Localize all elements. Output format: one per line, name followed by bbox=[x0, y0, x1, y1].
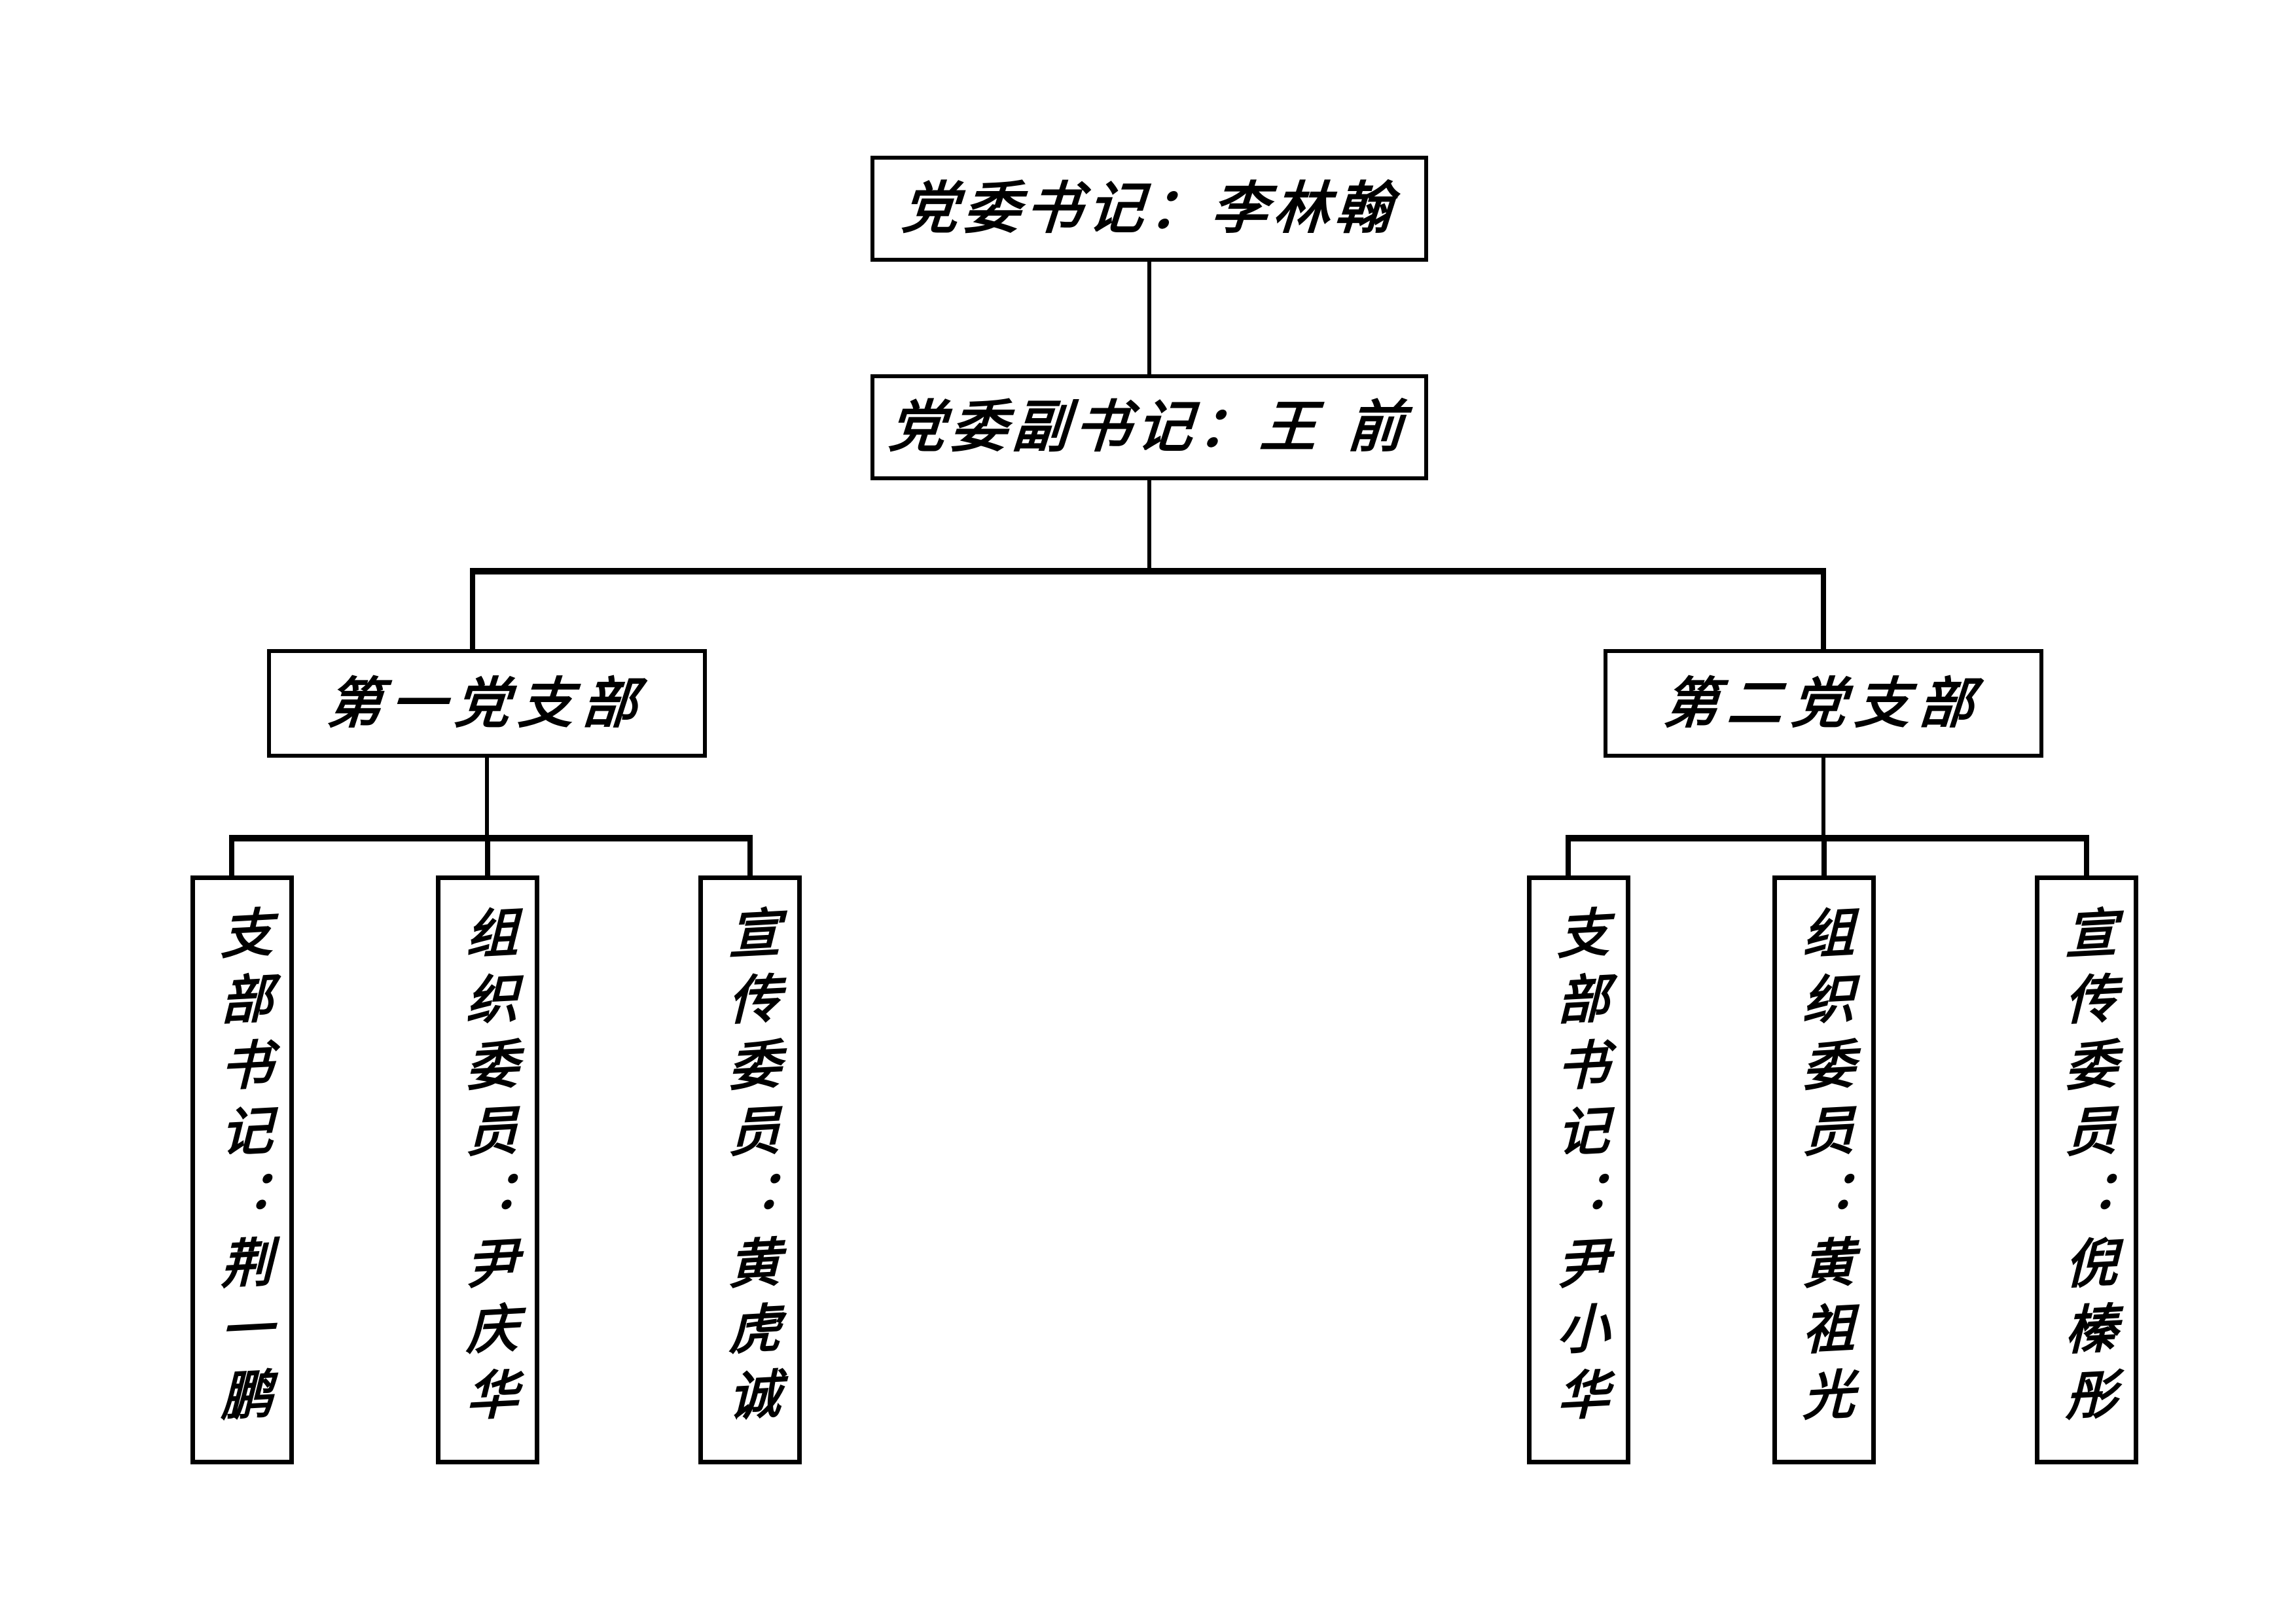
connector-drop-branch-one-member-1 bbox=[229, 835, 234, 875]
node-branch-two-member-2-label: 组织委员：黄祖光 bbox=[1794, 904, 1855, 1436]
node-branch-two-member-3-label: 宣传委员：倪榛彤 bbox=[2056, 904, 2117, 1436]
connector-drop-branch-one-member-2 bbox=[485, 835, 490, 875]
node-branch-two[interactable]: 第二党支部 bbox=[1604, 649, 2043, 758]
connector-drop-branch-two-member-1 bbox=[1566, 835, 1571, 875]
node-branch-two-member-1-label: 支部书记：尹小华 bbox=[1549, 904, 1609, 1436]
node-branch-one-member-1-label: 支部书记：荆一鹏 bbox=[212, 904, 273, 1436]
node-branch-one-label: 第一党支部 bbox=[325, 671, 649, 735]
connector-drop-branch-two-member-3 bbox=[2084, 835, 2089, 875]
node-branch-one-member-3-label: 宣传委员：黄虎诚 bbox=[720, 904, 781, 1436]
connector-drop-branch-two-member-2 bbox=[1821, 835, 1827, 875]
node-party-secretary-label: 党委书记：李林翰 bbox=[899, 175, 1399, 241]
connector-branch-one-split-bar bbox=[229, 835, 753, 841]
connector-drop-branch-one bbox=[470, 568, 475, 650]
node-branch-two-label: 第二党支部 bbox=[1661, 671, 1986, 735]
connector-deputy-stem bbox=[1147, 480, 1151, 572]
node-deputy-party-secretary[interactable]: 党委副书记：王 前 bbox=[870, 374, 1428, 480]
connector-secretary-to-deputy bbox=[1147, 262, 1151, 374]
node-branch-two-member-3[interactable]: 宣传委员：倪榛彤 bbox=[2035, 875, 2138, 1464]
node-branch-one-member-3[interactable]: 宣传委员：黄虎诚 bbox=[698, 875, 802, 1464]
node-deputy-party-secretary-label: 党委副书记：王 前 bbox=[886, 394, 1412, 460]
node-branch-one-member-2[interactable]: 组织委员：尹庆华 bbox=[436, 875, 539, 1464]
node-branch-two-member-1[interactable]: 支部书记：尹小华 bbox=[1527, 875, 1630, 1464]
node-branch-two-member-2[interactable]: 组织委员：黄祖光 bbox=[1772, 875, 1876, 1464]
node-branch-one-member-1[interactable]: 支部书记：荆一鹏 bbox=[190, 875, 294, 1464]
connector-branch-split-bar bbox=[470, 568, 1826, 574]
node-party-secretary[interactable]: 党委书记：李林翰 bbox=[870, 156, 1428, 262]
connector-branch-one-stem bbox=[485, 758, 489, 839]
connector-branch-two-split-bar bbox=[1566, 835, 2089, 841]
node-branch-one[interactable]: 第一党支部 bbox=[267, 649, 707, 758]
node-branch-one-member-2-label: 组织委员：尹庆华 bbox=[457, 904, 518, 1436]
connector-branch-two-stem bbox=[1821, 758, 1825, 839]
connector-drop-branch-two bbox=[1821, 568, 1826, 650]
connector-drop-branch-one-member-3 bbox=[747, 835, 753, 875]
